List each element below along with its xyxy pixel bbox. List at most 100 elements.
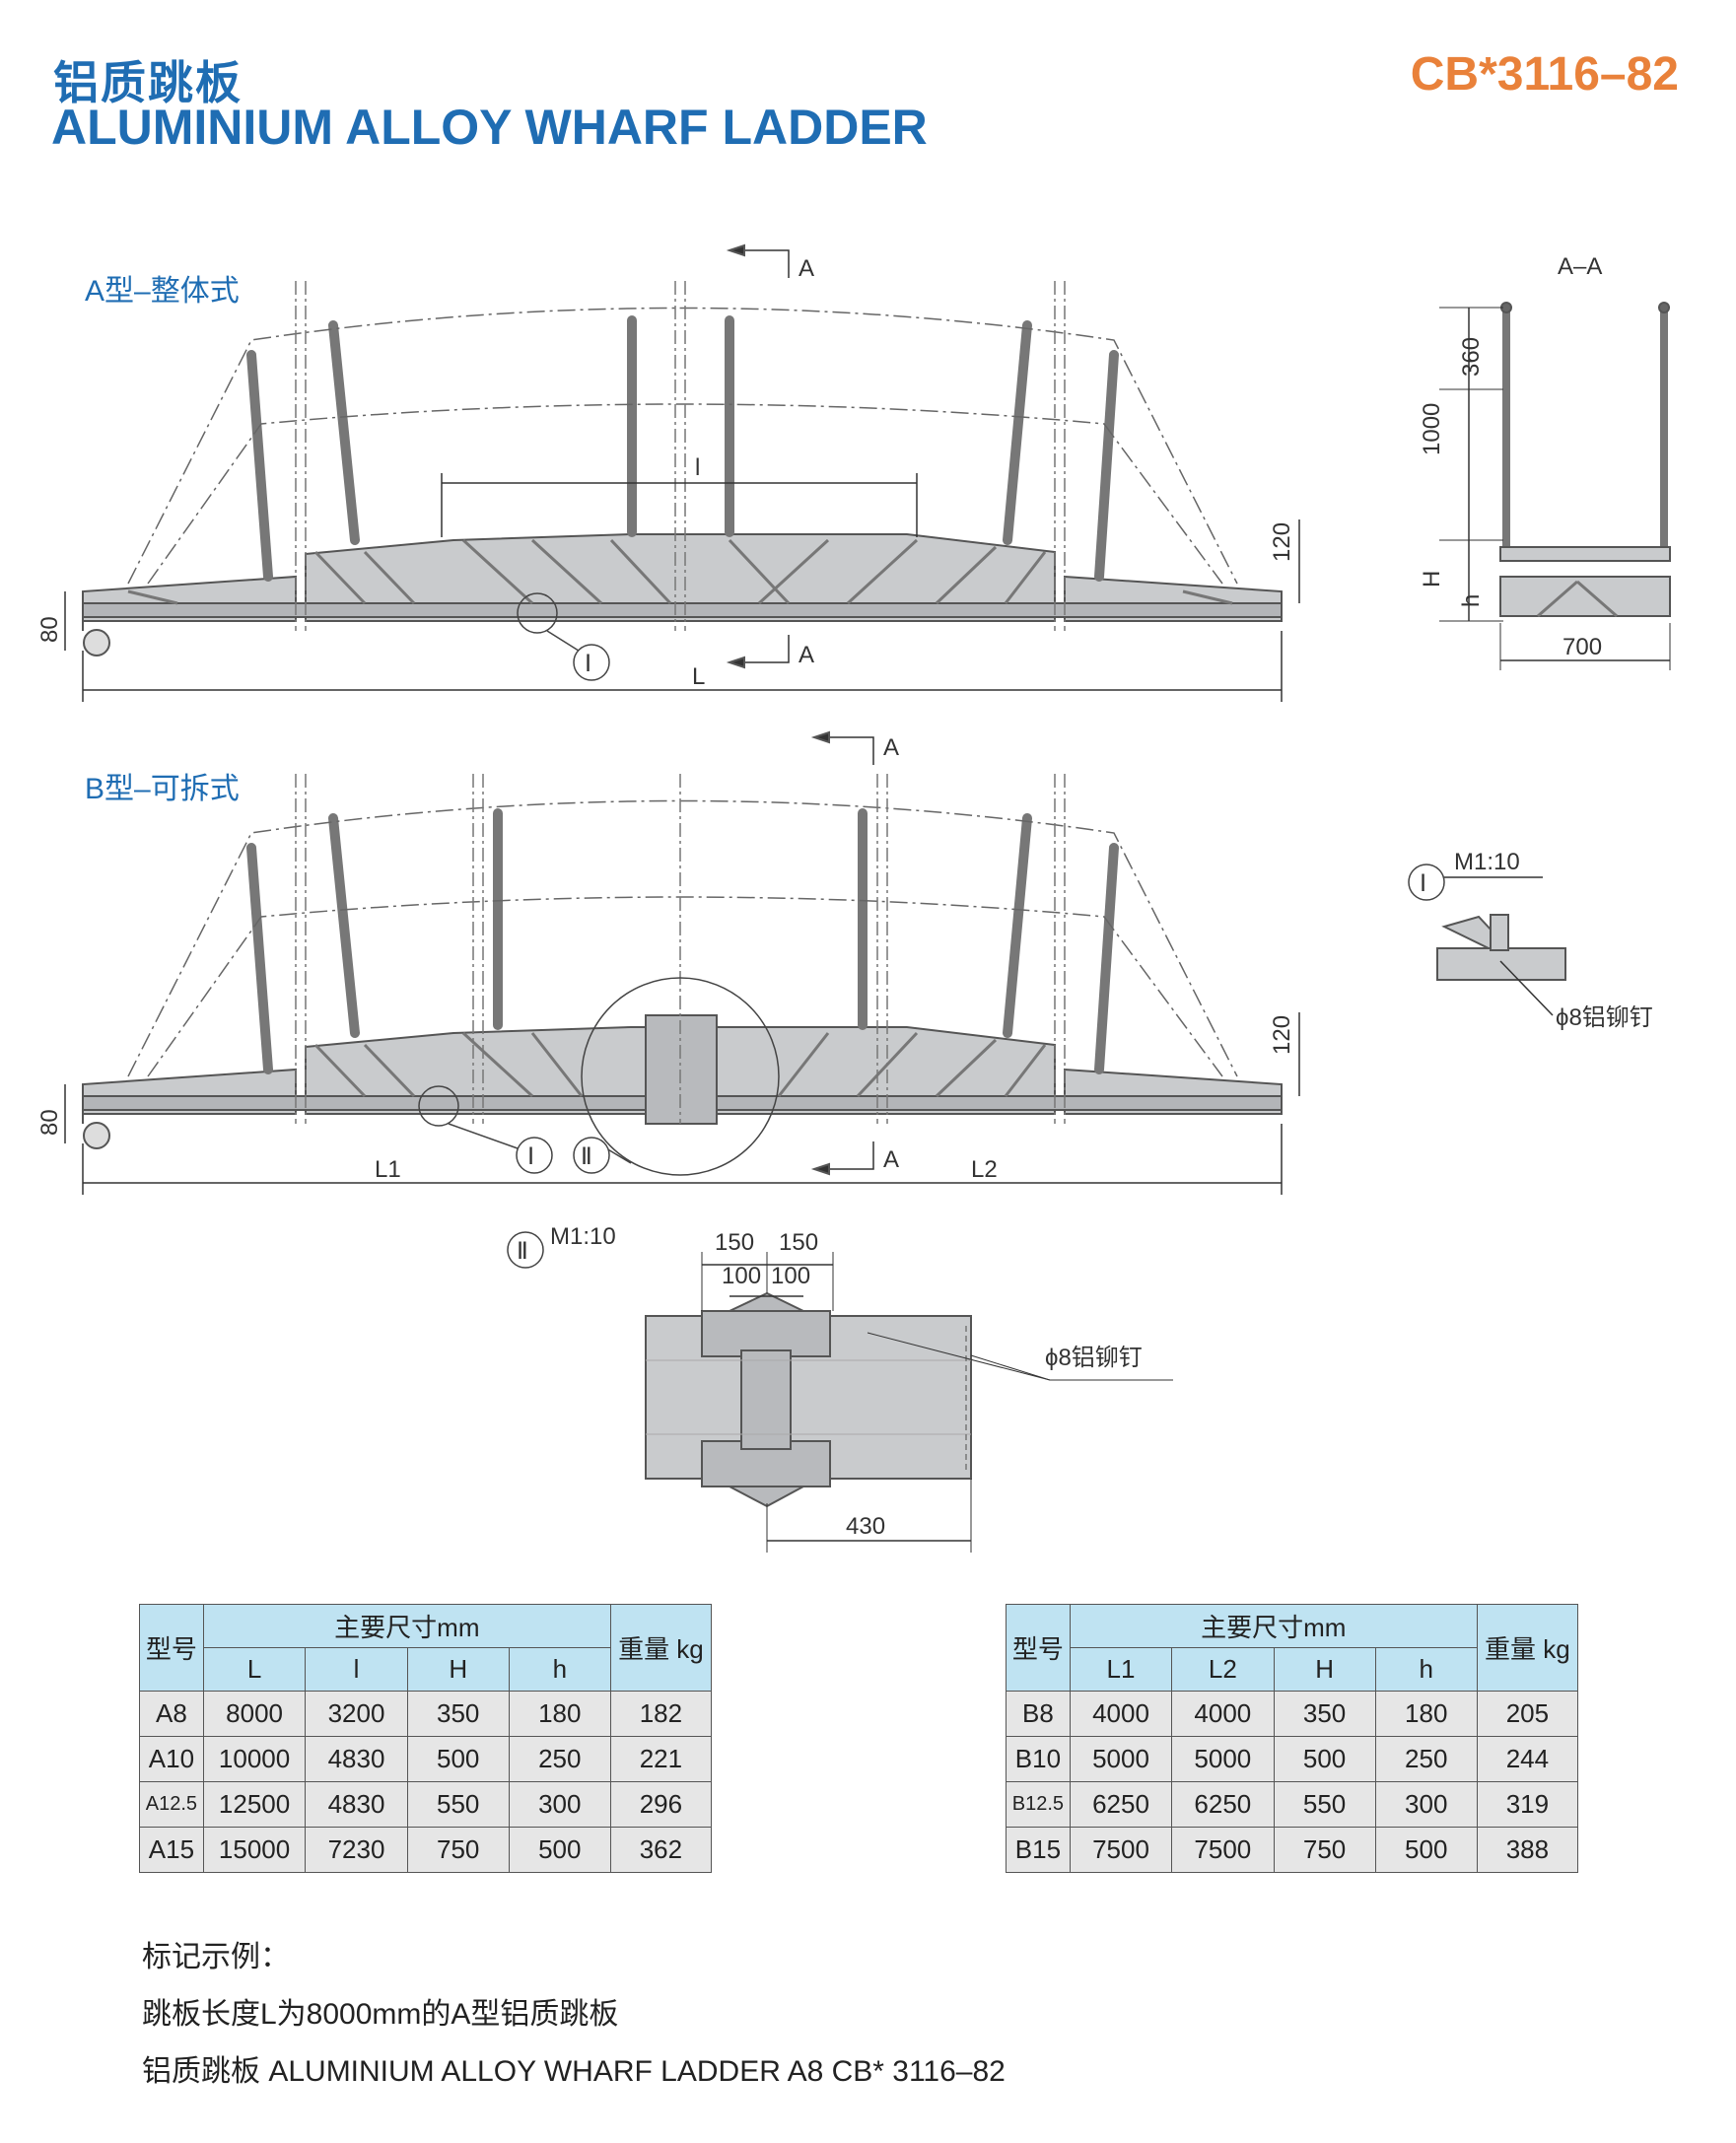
table-cell: 10000 — [202, 1736, 307, 1782]
table-cell: 550 — [1273, 1781, 1376, 1828]
type-b-detail-ii-text: Ⅱ — [581, 1143, 592, 1170]
notes-line-2: 铝质跳板 ALUMINIUM ALLOY WHARF LADDER A8 CB*… — [142, 2055, 1006, 2088]
table-cell: A15 — [139, 1827, 204, 1873]
table-b-col-weight: 重量 kg — [1476, 1604, 1579, 1692]
section-aa-dim-h: h — [1458, 594, 1485, 607]
section-aa-drawing — [1439, 302, 1671, 670]
table-cell: 500 — [406, 1736, 510, 1782]
detail-ii-drawing — [507, 1231, 1173, 1553]
detail-ii-dim-430: 430 — [846, 1513, 885, 1540]
table-b: 型号 主要尺寸mm 重量 kg L1 L2 H h B8 4000 4000 3… — [1006, 1604, 1579, 1873]
table-cell: 221 — [609, 1736, 713, 1782]
type-a-dim-l-text: l — [695, 454, 700, 481]
table-cell: A12.5 — [139, 1781, 204, 1828]
type-b-label: B型–可拆式 — [85, 773, 240, 805]
table-cell: B8 — [1006, 1691, 1071, 1737]
table-cell: 350 — [406, 1691, 510, 1737]
type-a-section-top-text: A — [799, 255, 814, 282]
type-b-detail-i-text: Ⅰ — [527, 1143, 534, 1170]
table-cell: 7500 — [1171, 1827, 1275, 1873]
table-a-col-main: 主要尺寸mm — [202, 1604, 611, 1648]
table-cell: 4830 — [305, 1781, 408, 1828]
table-cell: 5000 — [1069, 1736, 1173, 1782]
table-b-sub-header: L1 — [1069, 1647, 1173, 1692]
table-cell: 500 — [508, 1827, 611, 1873]
table-cell: B12.5 — [1006, 1781, 1071, 1828]
section-aa-dim-H: H — [1419, 571, 1445, 588]
detail-ii-dim-150-left: 150 — [715, 1229, 754, 1256]
table-a-sub-header: H — [406, 1647, 510, 1692]
table-cell: 8000 — [202, 1691, 307, 1737]
type-a-dim-120-text: 120 — [1269, 522, 1295, 562]
type-a-drawing — [64, 243, 1300, 702]
type-b-section-bottom-text: A — [883, 1146, 899, 1173]
detail-ii-dim-100-left: 100 — [722, 1263, 761, 1289]
table-cell: 180 — [1374, 1691, 1478, 1737]
notes-heading: 标记示例： — [142, 1941, 290, 1973]
table-cell: 6250 — [1171, 1781, 1275, 1828]
table-a-col-weight: 重量 kg — [609, 1604, 713, 1692]
detail-ii-dim-150-right: 150 — [779, 1229, 818, 1256]
table-a-sub-header: h — [508, 1647, 611, 1692]
table-b-sub-header: L2 — [1171, 1647, 1275, 1692]
table-cell: 300 — [1374, 1781, 1478, 1828]
table-cell: A10 — [139, 1736, 204, 1782]
standard-code: CB*3116–82 — [1410, 48, 1679, 101]
table-a-sub-header: l — [305, 1647, 408, 1692]
section-aa-dim-360: 360 — [1458, 337, 1485, 377]
table-a: 型号 主要尺寸mm 重量 kg L l H h A8 8000 3200 350… — [139, 1604, 713, 1873]
table-cell: B10 — [1006, 1736, 1071, 1782]
detail-i-drawing — [1408, 864, 1566, 1016]
type-b-dim-L2-text: L2 — [971, 1156, 998, 1183]
table-cell: 6250 — [1069, 1781, 1173, 1828]
table-cell: 362 — [609, 1827, 713, 1873]
table-row: A8 8000 3200 350 180 182 — [139, 1691, 713, 1737]
section-aa-dim-1000: 1000 — [1419, 403, 1445, 455]
table-row: B8 4000 4000 350 180 205 — [1006, 1691, 1579, 1737]
table-cell: 750 — [406, 1827, 510, 1873]
table-b-col-main: 主要尺寸mm — [1069, 1604, 1478, 1648]
table-a-col-model: 型号 — [139, 1604, 204, 1692]
table-cell: 7500 — [1069, 1827, 1173, 1873]
table-cell: 300 — [508, 1781, 611, 1828]
table-row: A15 15000 7230 750 500 362 — [139, 1827, 713, 1873]
table-cell: 4830 — [305, 1736, 408, 1782]
table-cell: 205 — [1476, 1691, 1579, 1737]
type-b-dim-120-text: 120 — [1269, 1015, 1295, 1055]
detail-i-rivet-note: ϕ8铝铆钉 — [1556, 1004, 1653, 1031]
table-cell: 750 — [1273, 1827, 1376, 1873]
title-en: ALUMINIUM ALLOY WHARF LADDER — [51, 100, 928, 155]
detail-i-label: Ⅰ — [1420, 870, 1426, 897]
table-cell: 319 — [1476, 1781, 1579, 1828]
table-cell: 550 — [406, 1781, 510, 1828]
type-a-detail-i-text: Ⅰ — [585, 651, 591, 677]
type-b-dim-80-text: 80 — [36, 1109, 63, 1136]
detail-ii-rivet-note: ϕ8铝铆钉 — [1045, 1345, 1143, 1371]
table-cell: 296 — [609, 1781, 713, 1828]
table-cell: 4000 — [1069, 1691, 1173, 1737]
table-b-sub-header: H — [1273, 1647, 1376, 1692]
detail-ii-dim-100-right: 100 — [771, 1263, 810, 1289]
table-cell: 388 — [1476, 1827, 1579, 1873]
notes-line-1: 跳板长度L为8000mm的A型铝质跳板 — [142, 1998, 619, 2031]
type-a-section-bottom-text: A — [799, 642, 814, 668]
table-cell: 500 — [1374, 1827, 1478, 1873]
table-cell: 250 — [1374, 1736, 1478, 1782]
table-cell: 3200 — [305, 1691, 408, 1737]
table-cell: 182 — [609, 1691, 713, 1737]
technical-drawing: l L Ⅰ 80 120 A A — [36, 243, 1671, 1553]
table-cell: B15 — [1006, 1827, 1071, 1873]
table-cell: 4000 — [1171, 1691, 1275, 1737]
table-cell: 5000 — [1171, 1736, 1275, 1782]
table-a-sub-header: L — [202, 1647, 307, 1692]
type-a-dim-L-text: L — [692, 663, 705, 690]
table-row: B15 7500 7500 750 500 388 — [1006, 1827, 1579, 1873]
table-row: A12.5 12500 4830 550 300 296 — [139, 1781, 713, 1828]
table-cell: 180 — [508, 1691, 611, 1737]
table-cell: 500 — [1273, 1736, 1376, 1782]
table-row: B10 5000 5000 500 250 244 — [1006, 1736, 1579, 1782]
table-b-col-model: 型号 — [1006, 1604, 1071, 1692]
detail-ii-label: Ⅱ — [517, 1238, 528, 1265]
type-a-dim-80-text: 80 — [36, 616, 63, 643]
section-aa-dim-700: 700 — [1562, 634, 1602, 660]
